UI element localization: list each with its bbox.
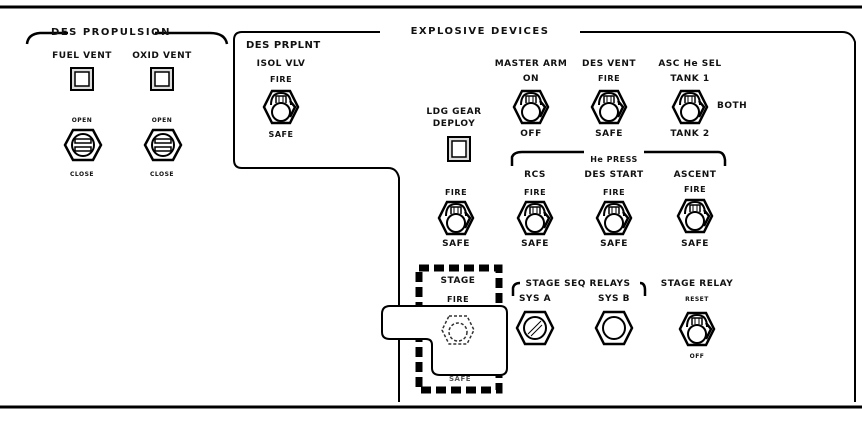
des-vent-safe-label: SAFE	[595, 129, 623, 139]
des-prplnt-title: DES PRPLNT	[246, 40, 321, 51]
des-vent-toggle[interactable]	[590, 87, 628, 127]
sys-b-label: SYS B	[598, 294, 630, 304]
stage-toggle-covered[interactable]	[440, 312, 476, 348]
ldg-gear-fire-label: FIRE	[444, 188, 468, 197]
ldg-gear-label-line2: DEPLOY	[432, 119, 476, 129]
stage-relay-label: STAGE RELAY	[660, 279, 734, 289]
oxid-vent-indicator	[150, 67, 174, 91]
des-start-toggle[interactable]	[595, 198, 633, 238]
master-arm-toggle[interactable]	[512, 87, 550, 127]
des-start-safe-label: SAFE	[600, 239, 628, 249]
des-start-fire-label: FIRE	[602, 188, 626, 197]
rcs-toggle[interactable]	[516, 198, 554, 238]
sys-a-indicator	[515, 310, 555, 346]
fuel-vent-toggle[interactable]	[63, 128, 103, 162]
stage-label: STAGE	[440, 276, 476, 286]
stage-seq-relays-title: STAGE SEQ RELAYS	[525, 279, 631, 289]
des-vent-label: DES VENT	[581, 59, 637, 69]
stage-fire-label: FIRE	[446, 295, 470, 304]
sys-a-label: SYS A	[518, 294, 552, 304]
fuel-vent-label: FUEL VENT	[52, 51, 112, 61]
stage-safe-label: SAFE	[448, 375, 472, 383]
asc-he-sel-tank2-label: TANK 2	[670, 129, 710, 139]
master-arm-label: MASTER ARM	[494, 59, 568, 69]
stage-relay-toggle[interactable]	[678, 309, 716, 349]
asc-he-sel-both-label: BOTH	[717, 101, 748, 111]
stage-relay-reset-label: RESET	[685, 296, 709, 303]
ascent-toggle[interactable]	[676, 196, 714, 236]
ldg-gear-safe-label: SAFE	[442, 239, 470, 249]
ascent-fire-label: FIRE	[683, 185, 707, 194]
des-prplnt-box	[233, 40, 400, 402]
explosive-devices-outline	[233, 31, 856, 402]
des-start-label: DES START	[584, 170, 644, 180]
rcs-label: RCS	[524, 170, 546, 180]
master-arm-on-label: ON	[522, 74, 540, 84]
ldg-gear-indicator	[447, 136, 471, 162]
isol-vlv-fire-label: FIRE	[269, 75, 293, 84]
fuel-vent-close-label: CLOSE	[69, 171, 95, 178]
des-propulsion-title: DES PROPULSION	[51, 27, 171, 38]
ldg-gear-toggle[interactable]	[437, 198, 475, 238]
des-vent-fire-label: FIRE	[597, 74, 621, 83]
asc-he-sel-toggle[interactable]	[671, 87, 709, 127]
rcs-safe-label: SAFE	[521, 239, 549, 249]
ldg-gear-label-line1: LDG GEAR	[426, 107, 482, 117]
asc-he-sel-tank1-label: TANK 1	[670, 74, 710, 84]
stage-seq-bracket	[511, 281, 647, 296]
oxid-vent-open-label: OPEN	[151, 117, 173, 124]
rcs-fire-label: FIRE	[523, 188, 547, 197]
explosive-devices-title: EXPLOSIVE DEVICES	[410, 26, 550, 37]
stage-relay-off-label: OFF	[689, 353, 705, 360]
isol-vlv-toggle[interactable]	[262, 87, 300, 127]
sys-b-indicator	[594, 310, 634, 346]
isol-vlv-safe-label: SAFE	[268, 130, 294, 139]
oxid-vent-label: OXID VENT	[132, 51, 192, 61]
oxid-vent-toggle[interactable]	[143, 128, 183, 162]
oxid-vent-close-label: CLOSE	[149, 171, 175, 178]
master-arm-off-label: OFF	[520, 129, 542, 139]
ascent-safe-label: SAFE	[681, 239, 709, 249]
ascent-label: ASCENT	[673, 170, 717, 180]
isol-vlv-label: ISOL VLV	[256, 59, 306, 69]
he-press-title: He PRESS	[590, 155, 638, 164]
asc-he-sel-label: ASC He SEL	[658, 59, 722, 69]
he-press-bracket	[510, 150, 727, 166]
fuel-vent-indicator	[70, 67, 94, 91]
fuel-vent-open-label: OPEN	[71, 117, 93, 124]
des-propulsion-bracket	[25, 31, 229, 45]
stage-cover	[381, 305, 508, 376]
